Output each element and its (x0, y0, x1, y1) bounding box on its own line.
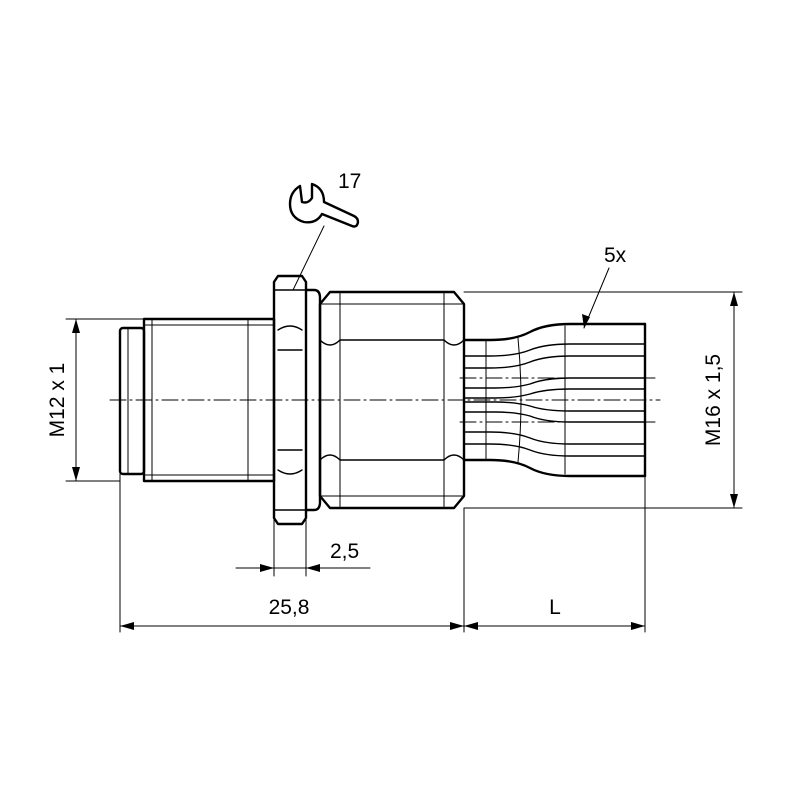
center-lines (109, 377, 661, 423)
wire-count-label: 5x (604, 244, 627, 267)
wrench-icon (288, 182, 360, 291)
thread-left-label: M12 x 1 (46, 363, 69, 438)
cable-wires (462, 322, 647, 478)
m12-dimension (65, 318, 145, 482)
m16-dimension (463, 291, 743, 509)
hex-body (318, 290, 466, 510)
thread-right-label: M16 x 1,5 (702, 354, 725, 446)
wrench-size-label: 17 (338, 170, 361, 193)
flange-dimension (235, 517, 371, 577)
cable-length-label: L (549, 596, 561, 619)
length-dimensions (119, 473, 646, 633)
flange-thickness-label: 2,5 (330, 540, 359, 563)
wire-count-leader (582, 267, 610, 329)
body-length-label: 25,8 (269, 596, 310, 619)
